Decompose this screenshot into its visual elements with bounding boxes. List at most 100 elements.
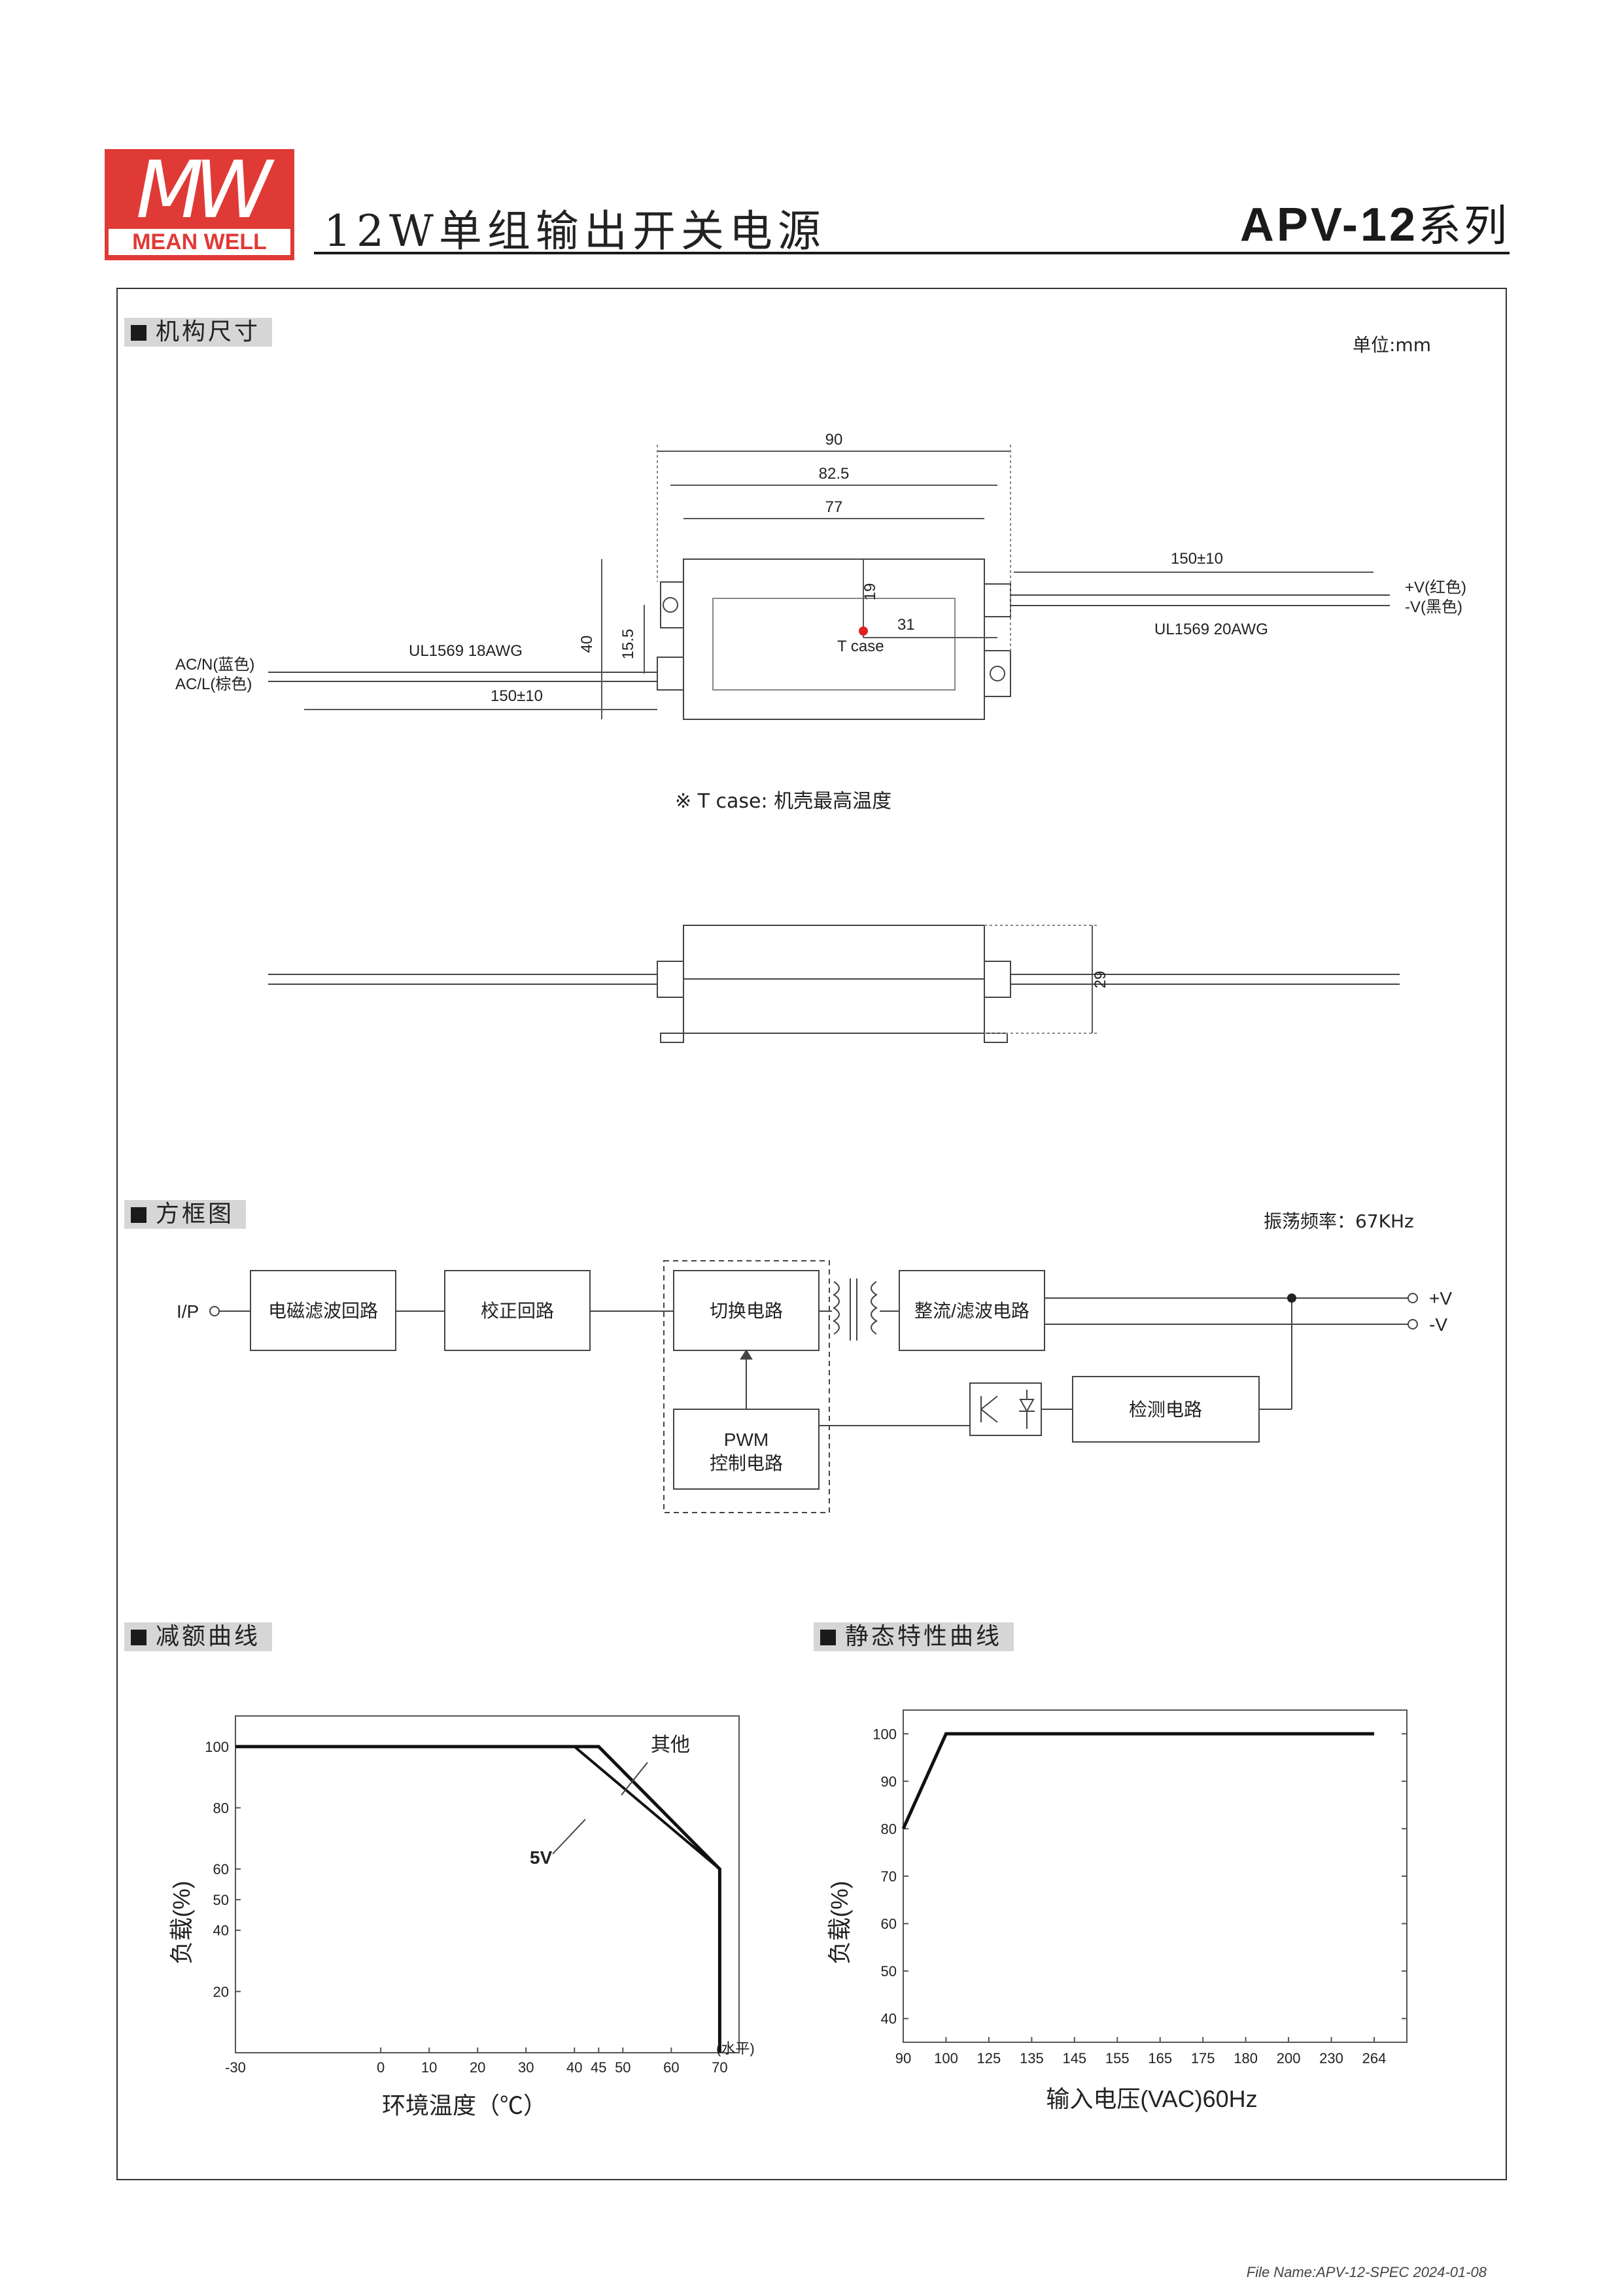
vpos-terminal-icon	[1408, 1293, 1418, 1303]
section-derating: 减额曲线	[124, 1622, 273, 1651]
series-title: APV-12系列	[1240, 191, 1510, 254]
x-tick-label: 100	[934, 2050, 958, 2066]
y-tick-label: 80	[213, 1800, 229, 1816]
square-bullet-icon	[131, 1630, 147, 1645]
ac-l-label: AC/L(棕色)	[175, 676, 252, 693]
series-suffix: 系列	[1418, 201, 1510, 251]
tcase-point-icon	[859, 626, 868, 636]
tcase-label: T case	[837, 638, 884, 655]
derating-ylabel: 负载(%)	[168, 1881, 195, 1964]
transformer-secondary-icon	[871, 1281, 878, 1335]
content-frame	[116, 288, 1507, 2180]
y-tick-label: 50	[213, 1892, 229, 1908]
pfc-label: 校正回路	[481, 1301, 554, 1321]
x-tick-label: 60	[663, 2059, 679, 2076]
mount-tab-left	[660, 581, 684, 628]
x-tick-label: 145	[1062, 2050, 1086, 2066]
side-foot-left	[660, 1033, 684, 1043]
pwm-label-1: PWM	[724, 1430, 769, 1450]
ip-label: I/P	[177, 1301, 199, 1322]
section-block-diagram: 方框图	[124, 1200, 247, 1229]
static-xlabel: 输入电压(VAC)60Hz	[1046, 2085, 1257, 2112]
x-tick-label: 30	[518, 2059, 534, 2076]
section-derating-title: 减额曲线	[156, 1623, 261, 1650]
junction-dot	[1287, 1294, 1296, 1303]
vneg-terminal-icon	[1408, 1319, 1418, 1329]
mount-hole-left	[663, 597, 678, 613]
output-strain-relief	[984, 583, 1011, 617]
x-tick-label: 264	[1362, 2050, 1387, 2066]
y-tick-label: 80	[881, 1821, 897, 1837]
case-top-view	[683, 558, 985, 720]
section-mechanical: 机构尺寸	[124, 318, 273, 347]
square-bullet-icon	[820, 1630, 836, 1645]
rectifier-box	[899, 1270, 1045, 1351]
vpos-label: +V	[1429, 1288, 1452, 1309]
input-wire-spec: UL1569 18AWG	[409, 642, 523, 660]
x-tick-label: 230	[1319, 2050, 1343, 2066]
arrow-up-icon	[740, 1349, 753, 1360]
dim-90: 90	[825, 431, 843, 449]
square-bullet-icon	[131, 1207, 147, 1223]
section-static-title: 静态特性曲线	[845, 1623, 1003, 1650]
output-wire-spec: UL1569 20AWG	[1154, 621, 1268, 638]
dim-29: 29	[1092, 971, 1109, 989]
logo-text: MEAN WELL	[109, 229, 290, 255]
y-tick-label: 100	[872, 1726, 897, 1742]
x-tick-label: 175	[1191, 2050, 1215, 2066]
tcase-note: ※ T case: 机壳最高温度	[675, 790, 892, 813]
x-tick-label: 45	[591, 2059, 606, 2076]
derating-xlabel: 环境温度（℃）	[382, 2092, 547, 2119]
dim-in-length: 150±10	[491, 687, 543, 705]
dim-40: 40	[578, 636, 596, 653]
unit-label: 单位:mm	[1353, 334, 1431, 356]
dim-out-length: 150±10	[1171, 550, 1223, 568]
y-tick-label: 40	[881, 2011, 897, 2027]
dim-77: 77	[825, 498, 843, 516]
label-other: 其他	[651, 1734, 690, 1756]
y-tick-label: 70	[881, 1868, 897, 1885]
dim-31: 31	[897, 616, 915, 634]
y-tick-label: 100	[205, 1739, 229, 1755]
case-label-area	[712, 598, 956, 691]
dim-82-5: 82.5	[819, 465, 850, 483]
y-tick-label: 40	[213, 1923, 229, 1939]
x-tick-label: 180	[1234, 2050, 1258, 2066]
dim-15-5: 15.5	[619, 629, 637, 660]
pwm-label-2: 控制电路	[710, 1453, 783, 1473]
x-tick-label: -30	[225, 2059, 246, 2076]
section-mechanical-title: 机构尺寸	[156, 318, 261, 345]
mount-hole-right	[990, 666, 1005, 681]
mechanical-drawing: 90 82.5 77 40 15.5 19 31 T case 150±10 1…	[175, 431, 1466, 1043]
emi-label: 电磁滤波回路	[268, 1301, 378, 1321]
static-plot-area	[903, 1709, 1408, 2043]
static-load-line	[901, 1732, 1374, 1830]
x-tick-label: 165	[1148, 2050, 1172, 2066]
block-diagram: I/P 电磁滤波回路 校正回路 切换电路 整流/滤波电路 PWM 控制电路 检测…	[177, 1260, 1452, 1513]
y-tick-label: 20	[213, 1983, 229, 2000]
mean-well-logo: MW MEAN WELL	[105, 149, 294, 260]
title-rule	[314, 252, 1510, 254]
input-terminal-icon	[209, 1306, 220, 1316]
leader-5v	[552, 1819, 586, 1855]
y-tick-label: 60	[213, 1861, 229, 1877]
square-bullet-icon	[131, 325, 147, 341]
page-title: 12W单组输出开关电源	[324, 206, 826, 256]
derating-plot-area	[235, 1715, 740, 2053]
x-tick-label: 0	[377, 2059, 385, 2076]
side-foot-right	[984, 1033, 1008, 1043]
x-tick-label: 50	[615, 2059, 631, 2076]
v-pos-label: +V(红色)	[1405, 579, 1466, 596]
section-static: 静态特性曲线	[814, 1622, 1014, 1651]
x-tick-label: 90	[895, 2050, 911, 2066]
x-unit: (水平)	[716, 2040, 755, 2057]
leader-other	[621, 1762, 648, 1796]
vneg-label: -V	[1429, 1314, 1447, 1335]
x-tick-label: 125	[977, 2050, 1001, 2066]
section-block-title: 方框图	[156, 1201, 235, 1227]
x-tick-label: 70	[712, 2059, 727, 2076]
x-tick-label: 135	[1020, 2050, 1044, 2066]
side-strain-relief-left	[657, 961, 684, 998]
series-5v-line	[235, 1745, 721, 2053]
